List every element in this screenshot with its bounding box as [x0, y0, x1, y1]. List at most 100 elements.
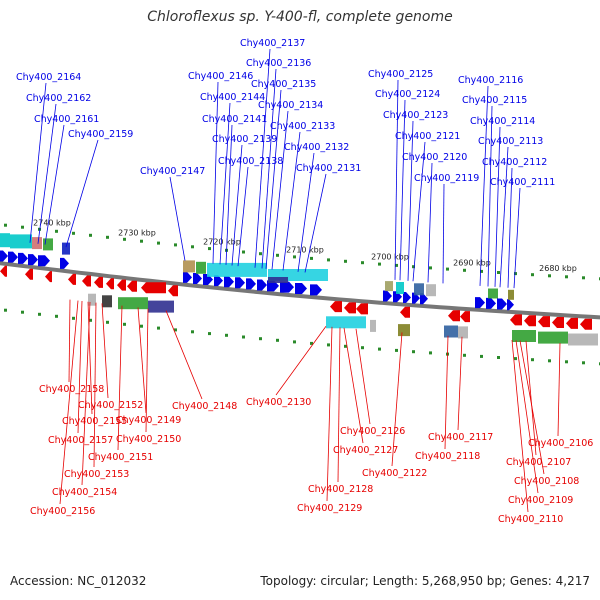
forward-gene-label: Chy400_2113: [478, 136, 543, 147]
feature-block: [0, 233, 10, 248]
reverse-label-leader: [326, 326, 333, 502]
forward-label-leader: [169, 176, 186, 261]
forward-gene-arrow: [486, 297, 496, 309]
reverse-gene-arrow: [566, 317, 578, 329]
reverse-label-leader: [87, 301, 93, 415]
inner-tick-dot: [55, 314, 58, 318]
feature-block: [62, 242, 70, 255]
inner-tick-dot: [276, 338, 279, 342]
forward-label-leader: [297, 152, 315, 272]
inner-tick-dot: [259, 337, 262, 341]
outer-tick-dot: [259, 252, 262, 256]
forward-gene-label: Chy400_2111: [490, 177, 555, 188]
forward-label-leader: [29, 82, 47, 243]
forward-gene-arrow: [0, 250, 8, 262]
forward-label-leader: [65, 139, 99, 248]
reverse-gene-arrow: [448, 310, 460, 322]
forward-label-leader: [513, 187, 521, 289]
outer-tick-dot: [276, 253, 279, 257]
forward-gene-label: Chy400_2161: [34, 114, 99, 125]
outer-tick-dot: [310, 256, 313, 260]
inner-tick-dot: [89, 318, 92, 322]
tick-label: 2680 kbp: [539, 264, 577, 273]
forward-gene-label: Chy400_2139: [212, 134, 277, 145]
inner-tick-dot: [72, 316, 75, 320]
forward-label-leader: [407, 120, 414, 281]
forward-gene-arrow: [183, 271, 192, 283]
forward-label-leader: [231, 144, 243, 266]
forward-gene-arrow: [28, 254, 38, 266]
inner-tick-dot: [531, 358, 534, 362]
reverse-gene-label: Chy400_2150: [116, 434, 181, 445]
forward-gene-label: Chy400_2115: [462, 95, 527, 106]
forward-gene-arrow: [224, 276, 234, 288]
forward-label-leader: [219, 102, 231, 265]
outer-tick-dot: [565, 275, 568, 279]
reverse-gene-label: Chy400_2156: [30, 506, 95, 517]
outer-tick-dot: [4, 223, 7, 227]
forward-gene-arrow: [38, 255, 50, 267]
forward-gene-label: Chy400_2131: [296, 163, 361, 174]
reverse-label-leader: [275, 326, 327, 396]
forward-gene-arrow: [403, 292, 411, 304]
forward-gene-arrow: [475, 297, 485, 309]
inner-tick-dot: [225, 333, 228, 337]
forward-label-leader: [479, 85, 489, 286]
genome-summary-text: Topology: circular; Length: 5,268,950 bp…: [260, 574, 590, 588]
reverse-gene-label: Chy400_2154: [52, 487, 117, 498]
outer-tick-dot: [531, 273, 534, 277]
reverse-gene-label: Chy400_2122: [362, 468, 427, 479]
reverse-label-leader: [101, 303, 109, 399]
outer-tick-dot: [327, 258, 330, 262]
forward-label-leader: [427, 162, 433, 283]
forward-gene-label: Chy400_2112: [482, 157, 547, 168]
reverse-gene-label: Chy400_2152: [78, 400, 143, 411]
inner-tick-dot: [497, 356, 500, 359]
reverse-gene-arrow: [168, 285, 178, 297]
outer-tick-dot: [378, 262, 381, 266]
forward-gene-label: Chy400_2147: [140, 166, 205, 177]
reverse-label-leader: [343, 327, 364, 444]
feature-block: [207, 262, 267, 277]
outer-tick-dot: [395, 263, 398, 267]
forward-label-leader: [212, 81, 219, 264]
reverse-label-leader: [391, 332, 403, 467]
inner-tick-dot: [140, 324, 143, 328]
inner-tick-dot: [361, 346, 364, 350]
reverse-label-leader: [77, 300, 83, 434]
feature-block: [398, 324, 410, 337]
accession-text: Accession: NC_012032: [10, 574, 147, 588]
feature-block: [385, 281, 393, 292]
forward-gene-arrow: [280, 281, 294, 293]
forward-label-leader: [44, 124, 65, 245]
forward-gene-label: Chy400_2121: [395, 131, 460, 142]
reverse-gene-label: Chy400_2110: [498, 514, 563, 525]
inner-tick-dot: [378, 347, 381, 351]
inner-tick-dot: [480, 354, 483, 358]
forward-gene-label: Chy400_2136: [246, 58, 311, 69]
forward-gene-label: Chy400_2144: [200, 92, 265, 103]
tick-label: 2720 kbp: [203, 238, 241, 247]
forward-gene-label: Chy400_2119: [414, 173, 479, 184]
inner-tick-dot: [157, 326, 160, 330]
feature-block: [458, 326, 468, 339]
reverse-label-leader: [145, 308, 149, 433]
forward-gene-label: Chy400_2137: [240, 38, 305, 49]
forward-gene-label: Chy400_2135: [251, 79, 316, 90]
feature-block: [568, 333, 598, 346]
forward-gene-label: Chy400_2114: [470, 116, 535, 127]
outer-tick-dot: [344, 259, 347, 263]
inner-tick-dot: [412, 350, 415, 354]
outer-tick-dot: [497, 271, 500, 274]
reverse-gene-arrow: [68, 273, 76, 285]
feature-block: [10, 234, 32, 249]
forward-gene-label: Chy400_2133: [270, 121, 335, 132]
feature-block: [444, 325, 458, 338]
outer-tick-dot: [191, 245, 194, 249]
forward-gene-arrow: [267, 280, 279, 292]
reverse-gene-label: Chy400_2117: [428, 432, 493, 443]
outer-tick-dot: [582, 276, 585, 280]
reverse-gene-arrow: [580, 318, 592, 330]
forward-gene-label: Chy400_2141: [202, 114, 267, 125]
